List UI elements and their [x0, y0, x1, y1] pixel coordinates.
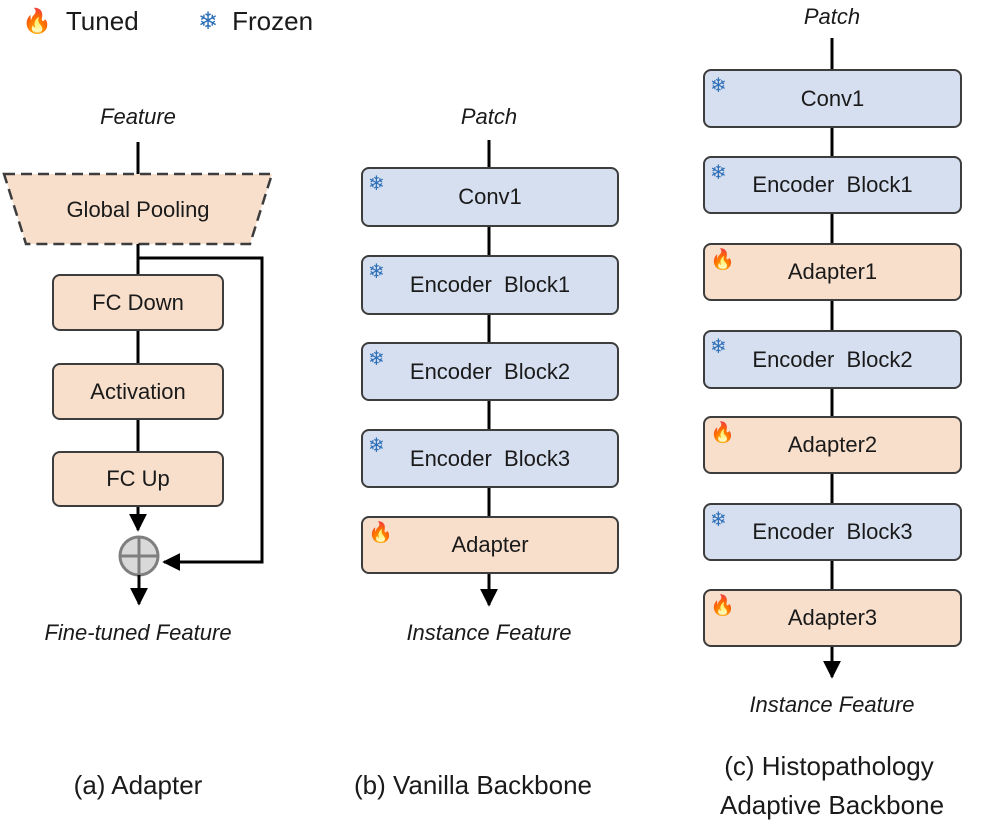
fire-icon: 🔥 [710, 595, 735, 617]
snowflake-icon: ❄ [710, 75, 727, 97]
block-label: Adapter3 [787, 605, 878, 630]
fc-down-block: FC Down [52, 274, 224, 331]
fire-icon: 🔥 [368, 522, 393, 544]
panel-b-block-3: ❄ Encoder Block2 [361, 342, 619, 401]
panel-b-block-4: ❄ Encoder Block3 [361, 429, 619, 488]
panel-c-block-2: ❄ Encoder Block1 [703, 156, 962, 214]
panel-b-input-label: Patch [460, 104, 518, 129]
panel-c-block-3: 🔥 Adapter1 [703, 243, 962, 301]
panel-c-output-label: Instance Feature [749, 692, 915, 717]
block-label: Encoder Block1 [752, 172, 913, 197]
panel-c-block-7: 🔥 Adapter3 [703, 589, 962, 647]
sum-node [118, 535, 160, 577]
panel-c-caption-line1: (c) Histopathology [724, 751, 934, 781]
snowflake-icon: ❄ [368, 435, 385, 457]
snowflake-icon: ❄ [198, 8, 219, 35]
panel-b-block-1: ❄ Conv1 [361, 167, 619, 227]
panel-a-output-label: Fine-tuned Feature [44, 620, 232, 645]
panel-b-caption: (b) Vanilla Backbone [354, 770, 592, 800]
legend-frozen: ❄ Frozen [198, 6, 313, 37]
global-pooling-shape [2, 172, 274, 246]
panel-b-block-5: 🔥 Adapter [361, 516, 619, 574]
global-pooling-label: Global Pooling [66, 197, 210, 222]
snowflake-icon: ❄ [368, 348, 385, 370]
block-label: Adapter2 [787, 432, 878, 457]
block-label: Conv1 [800, 85, 865, 111]
block-label: Conv1 [458, 184, 522, 209]
block-label: Adapter1 [787, 259, 878, 284]
block-label: Adapter [451, 532, 529, 557]
snowflake-icon: ❄ [710, 336, 727, 358]
fire-icon: 🔥 [710, 249, 735, 271]
fire-icon: 🔥 [22, 8, 52, 35]
panel-b-output-label: Instance Feature [406, 620, 572, 645]
panel-c-block-6: ❄ Encoder Block3 [703, 503, 962, 561]
legend-tuned-label: Tuned [65, 6, 139, 36]
snowflake-icon: ❄ [368, 261, 385, 283]
panel-b-block-2: ❄ Encoder Block1 [361, 255, 619, 315]
fire-icon: 🔥 [710, 422, 735, 444]
snowflake-icon: ❄ [368, 173, 385, 195]
panel-c-block-5: 🔥 Adapter2 [703, 416, 962, 474]
activation-label: Activation [90, 378, 186, 404]
legend-tuned: 🔥 Tuned [22, 6, 139, 37]
panel-c-block-1: ❄ Conv1 [703, 69, 962, 128]
block-label: Encoder Block3 [752, 519, 913, 544]
fc-up-label: FC Up [106, 466, 170, 491]
activation-block: Activation [52, 363, 224, 420]
panel-a-caption: (a) Adapter [73, 770, 203, 800]
panel-c-input-label: Patch [803, 4, 861, 29]
skip-connection-line [138, 256, 264, 571]
panel-c-block-4: ❄ Encoder Block2 [703, 330, 962, 389]
snowflake-icon: ❄ [710, 509, 727, 531]
block-label: Encoder Block1 [409, 272, 571, 297]
block-label: Encoder Block2 [752, 346, 913, 372]
fc-down-label: FC Down [92, 289, 184, 315]
block-label: Encoder Block2 [409, 358, 571, 384]
panel-c-caption-line2: Adaptive Backbone [719, 790, 945, 820]
fc-up-block: FC Up [52, 451, 224, 507]
block-label: Encoder Block3 [409, 445, 571, 471]
snowflake-icon: ❄ [710, 162, 727, 184]
panel-a-input-label: Feature [100, 104, 176, 129]
legend-frozen-label: Frozen [232, 6, 314, 36]
